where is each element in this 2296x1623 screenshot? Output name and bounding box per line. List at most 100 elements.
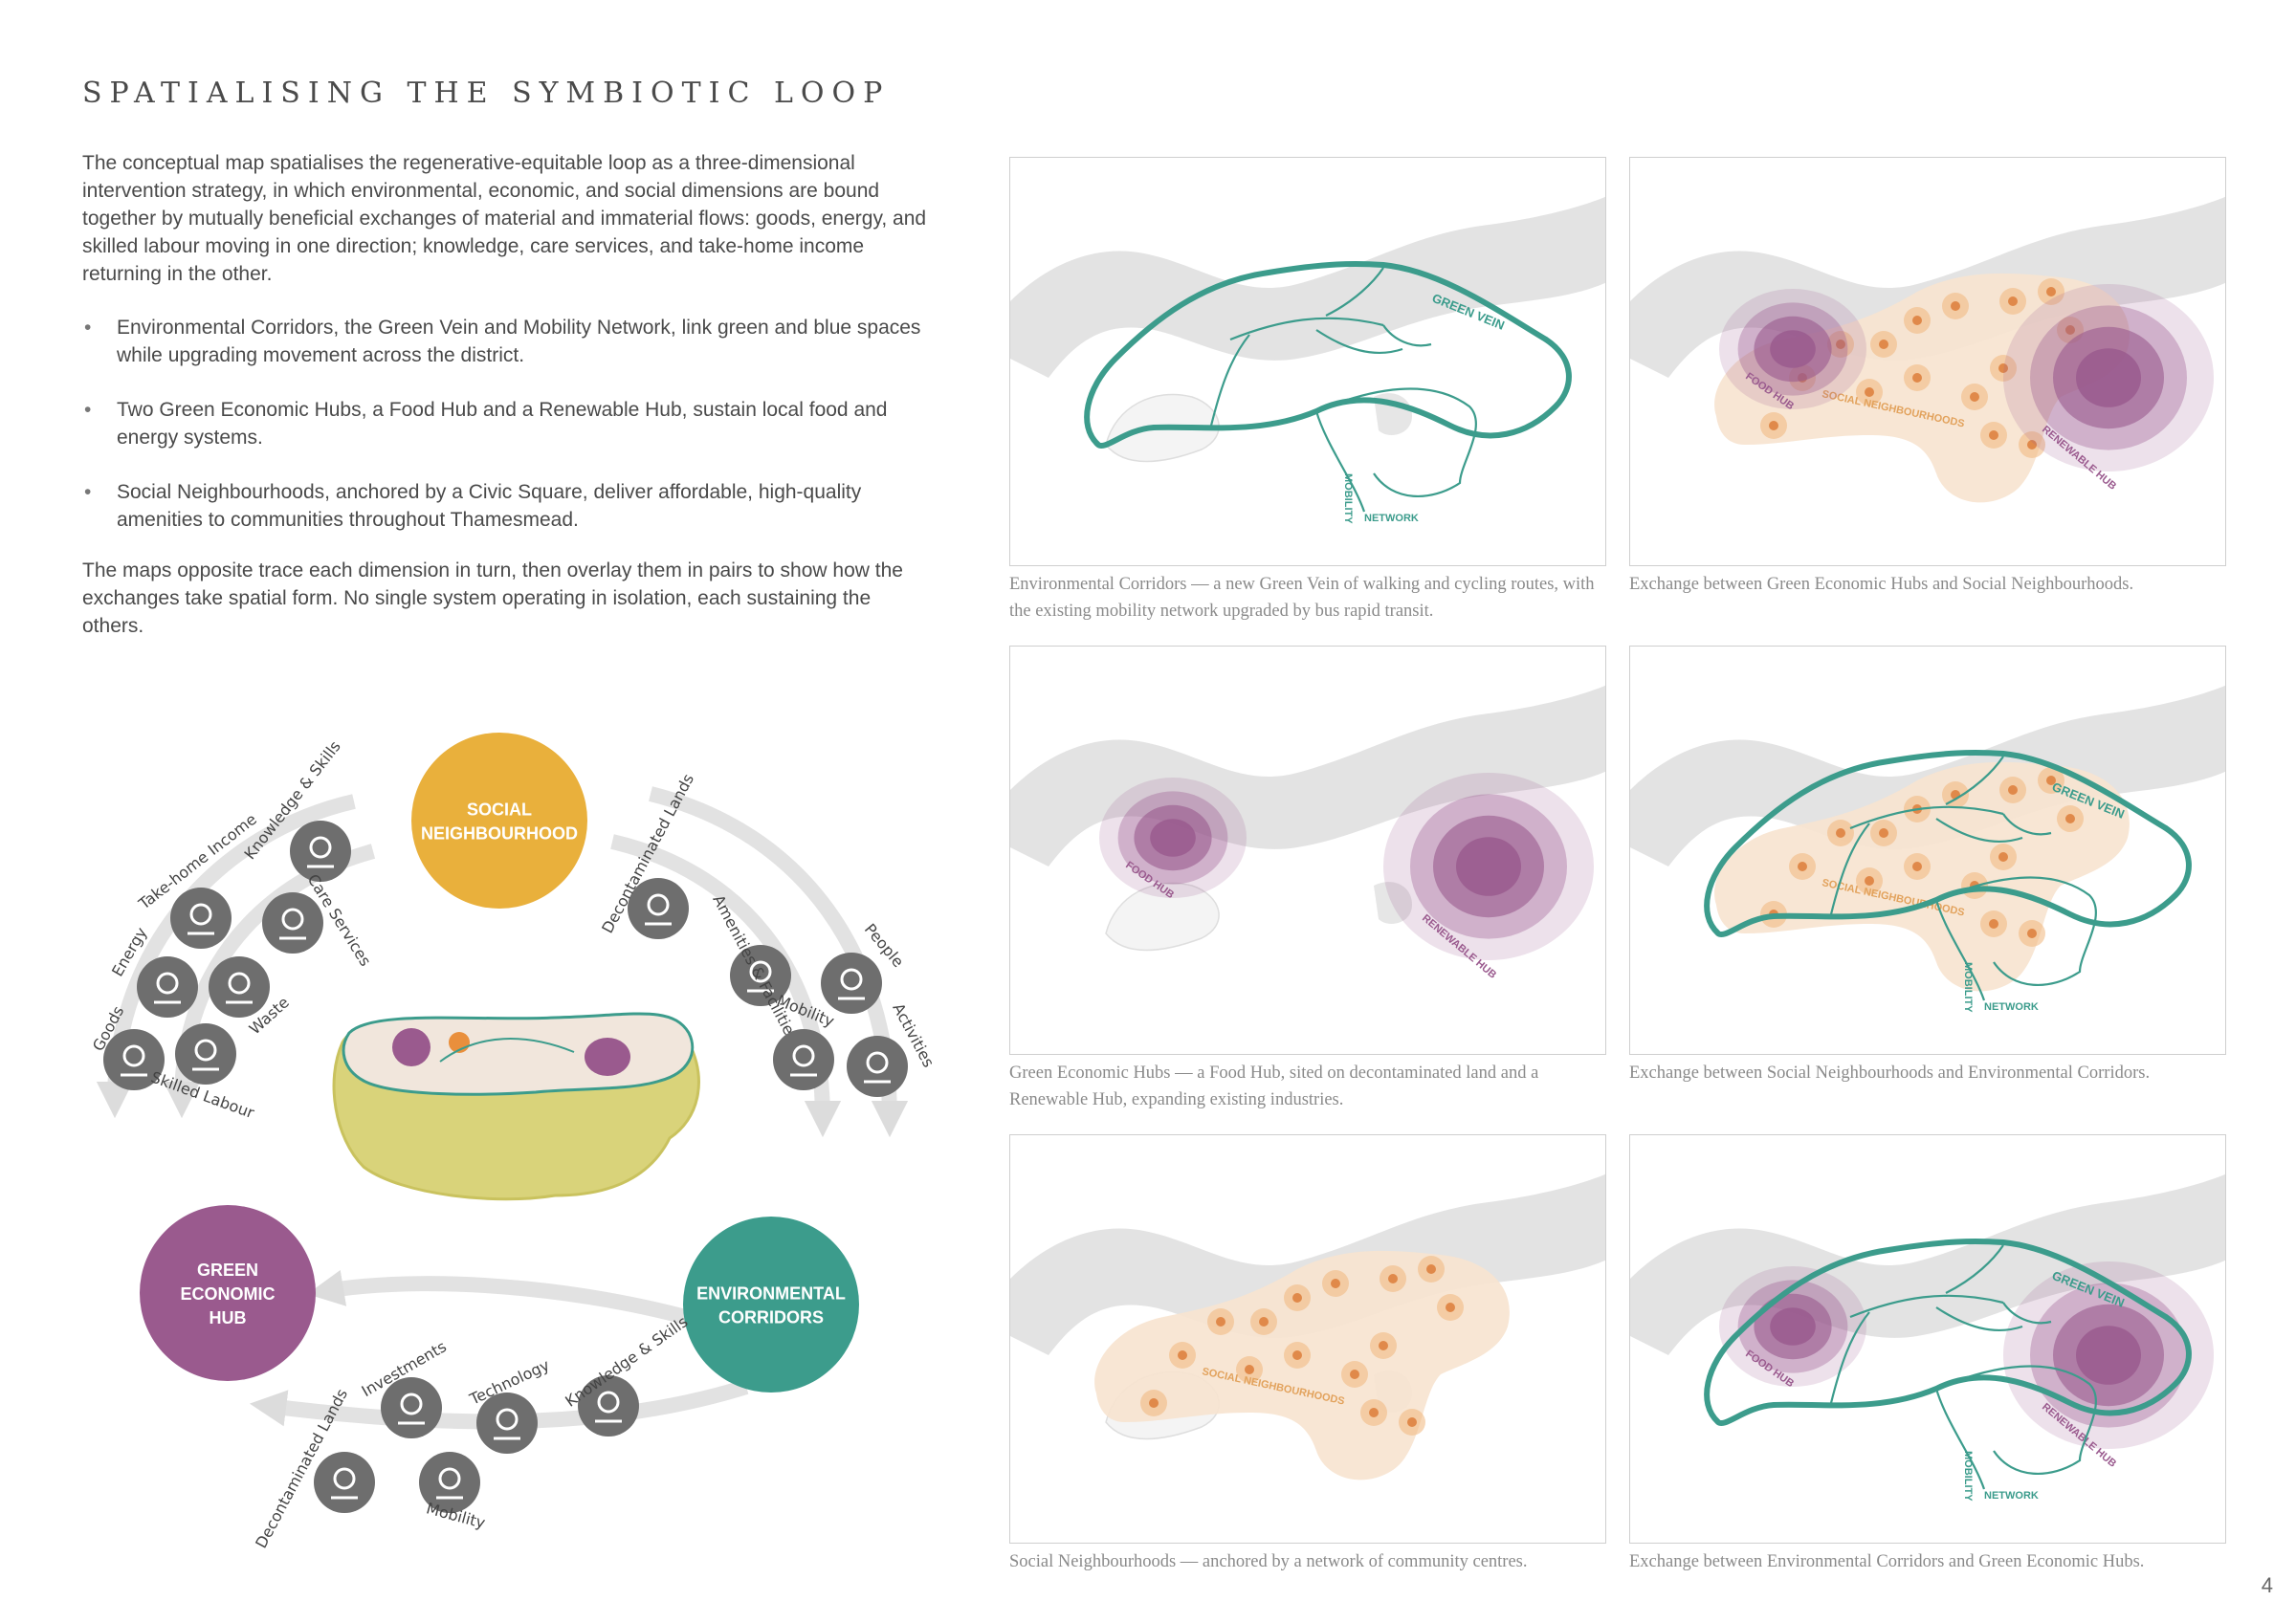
community-centre-dot bbox=[1879, 828, 1888, 838]
caption-social-env-exchange: Exchange between Social Neighbourhoods a… bbox=[1629, 1064, 2151, 1083]
node-label: ECONOMIC bbox=[181, 1284, 276, 1304]
community-centre-dot bbox=[1912, 862, 1922, 871]
community-centre-dot bbox=[1331, 1279, 1340, 1288]
care-services-icon: Care Services bbox=[262, 871, 375, 970]
community-centre-dot bbox=[2027, 929, 2037, 938]
list-item: Social Neighbourhoods, anchored by a Civ… bbox=[82, 478, 934, 534]
community-centre-dot bbox=[2065, 325, 2075, 335]
mobility-route bbox=[1945, 756, 2004, 805]
caption-env-hubs-exchange: Exchange between Environmental Corridors… bbox=[1629, 1552, 2145, 1571]
renewable-hub-marker bbox=[585, 1038, 630, 1076]
dimension-list: Environmental Corridors, the Green Vein … bbox=[82, 314, 934, 560]
node-label: GREEN bbox=[197, 1261, 258, 1280]
mobility-label: MOBILITY bbox=[1962, 1451, 1974, 1502]
community-centre-dot bbox=[2008, 296, 2018, 306]
central-map-icon bbox=[332, 1012, 700, 1201]
mobility-route bbox=[2002, 813, 2052, 836]
node-label: CORRIDORS bbox=[718, 1308, 824, 1327]
community-centre-dot bbox=[2027, 440, 2037, 450]
mobility-icon: Mobility bbox=[773, 991, 837, 1090]
community-centre-dot bbox=[1446, 1303, 1455, 1312]
mobility-route bbox=[1315, 329, 1403, 354]
community-centre-dot bbox=[1149, 1398, 1159, 1408]
community-centre-dot bbox=[1912, 316, 1922, 325]
activities-icon: Activities bbox=[847, 1000, 938, 1097]
community-centre-dot bbox=[1259, 1317, 1269, 1327]
mobility-route bbox=[1325, 267, 1384, 317]
skilled-labour-icon: Skilled Labour bbox=[148, 1023, 257, 1122]
mobility-label: MOBILITY bbox=[1342, 473, 1354, 524]
community-centre-dot bbox=[1879, 340, 1888, 349]
closing-paragraph: The maps opposite trace each dimension i… bbox=[82, 559, 903, 637]
community-centre-dot bbox=[1798, 862, 1807, 871]
goods-icon: Goods bbox=[89, 1003, 165, 1090]
district-outline bbox=[1105, 882, 1220, 952]
community-centre-dot bbox=[2046, 287, 2056, 296]
community-centre-dot bbox=[2065, 814, 2075, 823]
food-hub-zone bbox=[1770, 1307, 1816, 1346]
community-centre-dot bbox=[1836, 340, 1845, 349]
node-label: HUB bbox=[210, 1308, 247, 1327]
caption-environmental-corridors: Environmental Corridors — a new Green Ve… bbox=[1009, 575, 1595, 621]
node-label: NEIGHBOURHOOD bbox=[421, 824, 578, 844]
flow-arrow bbox=[307, 1269, 730, 1337]
waste-icon: Waste bbox=[209, 956, 293, 1038]
mobility-route bbox=[1935, 1365, 2097, 1476]
community-centre-dot bbox=[1998, 363, 2008, 373]
community-centre-dot bbox=[1836, 828, 1845, 838]
list-item: Environmental Corridors, the Green Vein … bbox=[82, 314, 934, 369]
mobility-route bbox=[1849, 805, 2004, 830]
green-vein-route bbox=[1084, 260, 1572, 449]
node-label: SOCIAL bbox=[467, 801, 532, 820]
community-centre-dot bbox=[1989, 919, 1998, 929]
mobility-route bbox=[1934, 1388, 1986, 1490]
node-label: ENVIRONMENTAL bbox=[696, 1284, 846, 1304]
green-vein-route bbox=[1704, 1238, 2192, 1426]
community-centre-dot bbox=[2008, 785, 2018, 795]
community-centre-dot bbox=[1989, 430, 1998, 440]
community-centre-dot bbox=[1426, 1264, 1436, 1274]
mobility-route bbox=[1945, 1244, 2004, 1294]
decontaminated-lands-icon: Decontaminated Lands bbox=[598, 771, 697, 939]
community-centre-dot bbox=[1245, 1365, 1254, 1374]
community-centre-dot bbox=[1865, 876, 1874, 886]
mobility-route bbox=[1829, 822, 1870, 915]
thames-river-shape bbox=[1010, 685, 1605, 866]
community-centre-dot bbox=[1769, 421, 1778, 430]
renewable-hub-zone bbox=[2076, 1326, 2141, 1385]
green-vein-route bbox=[1704, 749, 2192, 937]
community-centre-dot bbox=[1407, 1417, 1417, 1427]
network-label: NETWORK bbox=[1984, 1001, 2039, 1013]
mobility-route bbox=[1229, 317, 1384, 341]
mobility-route bbox=[1382, 324, 1432, 347]
food-hub-zone bbox=[1150, 819, 1196, 857]
people-icon: People bbox=[821, 920, 908, 1014]
mobility-route bbox=[1314, 410, 1366, 513]
node-social-neighbourhood: SOCIAL NEIGHBOURHOOD bbox=[411, 733, 587, 909]
mobility-label: MOBILITY bbox=[1962, 962, 1974, 1013]
food-hub-zone bbox=[1770, 330, 1816, 368]
food-hub-marker bbox=[392, 1028, 430, 1066]
mobility-route bbox=[2002, 1302, 2052, 1325]
page-title: SPATIALISING THE SYMBIOTIC LOOP bbox=[82, 77, 891, 110]
community-centre-dot bbox=[1178, 1350, 1187, 1360]
network-label: NETWORK bbox=[1984, 1490, 2039, 1502]
community-centre-dot bbox=[1216, 1317, 1225, 1327]
mobility-route bbox=[1209, 334, 1250, 427]
mobility-route bbox=[1935, 1306, 2023, 1331]
community-centre-dot bbox=[1350, 1370, 1359, 1379]
technology-icon: Technology bbox=[466, 1355, 552, 1454]
node-green-economic-hub: GREEN ECONOMIC HUB bbox=[140, 1205, 316, 1381]
community-centre-dot bbox=[1912, 373, 1922, 383]
renewable-hub-zone bbox=[2076, 348, 2141, 407]
community-centre-dot bbox=[1998, 852, 2008, 862]
network-label: NETWORK bbox=[1364, 513, 1419, 524]
mobility-route bbox=[1829, 1311, 1870, 1404]
community-centre-dot bbox=[1388, 1274, 1398, 1283]
mobility-route bbox=[1315, 387, 1477, 498]
caption-hubs-social-exchange: Exchange between Green Economic Hubs and… bbox=[1629, 575, 2134, 594]
community-centre-dot bbox=[1379, 1341, 1388, 1350]
